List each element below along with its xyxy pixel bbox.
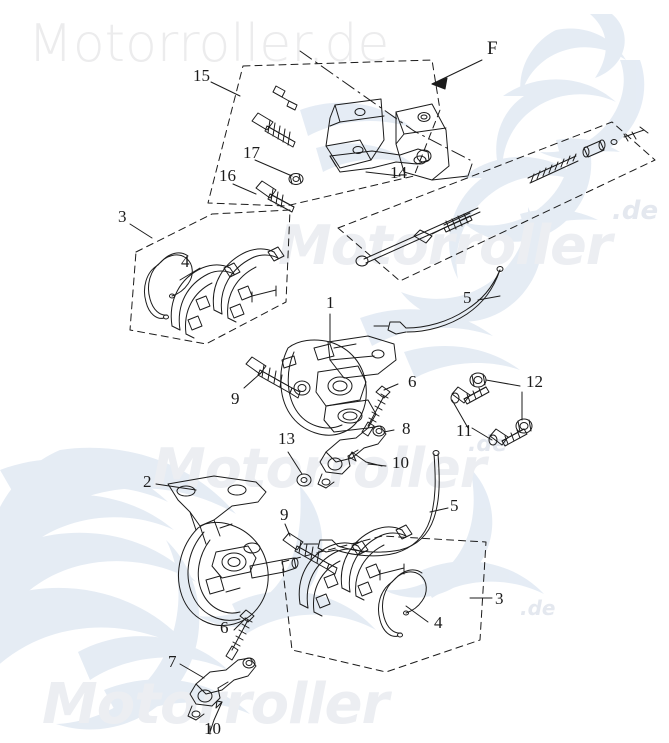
part-13-washer xyxy=(296,473,312,487)
leader-11a xyxy=(451,399,469,429)
spring-coil-upper xyxy=(527,153,579,184)
part-2-hub-bracket xyxy=(167,475,267,545)
leader-2 xyxy=(155,483,197,491)
section-arrow-F xyxy=(431,59,483,90)
part-15-bracket-assembly xyxy=(325,98,385,169)
part-1-backing-plate xyxy=(280,335,397,436)
leader-7 xyxy=(179,663,205,679)
barrel-adjuster-upper xyxy=(582,139,606,158)
bolt-16 xyxy=(255,180,295,213)
leader-4-lower xyxy=(405,605,429,623)
part-12-nuts xyxy=(469,372,533,434)
part-15-bracket-right xyxy=(395,103,473,181)
frame-3-lower xyxy=(281,535,487,673)
leader-9-upper xyxy=(243,371,263,389)
nut-17 xyxy=(288,173,304,185)
part-4-spring-clip-lower xyxy=(378,569,427,638)
part-4-spring-clip-upper xyxy=(144,252,193,320)
leader-5-lower xyxy=(429,507,449,513)
part-7-cam-lever-arm xyxy=(187,657,257,721)
cable-nipple-upper xyxy=(610,126,649,145)
leader-3-upper xyxy=(129,223,153,239)
leader-15 xyxy=(210,81,241,97)
part-9-axle-bolt-lower xyxy=(282,532,338,575)
leader-10-upper xyxy=(367,463,387,467)
cable-rod-upper xyxy=(355,207,481,267)
leader-17 xyxy=(254,159,293,177)
part-10-cotter-lower xyxy=(209,700,223,733)
part-3-brake-shoes-upper xyxy=(170,246,285,339)
part-14-brake-lever xyxy=(329,148,432,173)
leader-F-dashdot xyxy=(299,50,471,161)
leader-5-upper xyxy=(477,295,501,301)
frame-3-upper xyxy=(129,209,291,345)
frame-15 xyxy=(207,59,441,207)
frame-cable-upper xyxy=(337,121,656,282)
part-6-spring-lower xyxy=(225,609,255,661)
part-5-cable-lower xyxy=(303,450,440,557)
leader-6-upper xyxy=(383,383,399,391)
leader-8 xyxy=(383,429,395,433)
part-10-cotter-upper xyxy=(348,451,383,467)
leader-14 xyxy=(365,171,401,177)
bolt-17-upper xyxy=(251,112,296,148)
part-6-spring-upper xyxy=(361,385,391,437)
part-3-brake-shoes-lower xyxy=(298,524,413,617)
leader-4-upper xyxy=(179,267,201,281)
leader-9-lower xyxy=(284,523,291,537)
screw-upper-small xyxy=(272,85,298,111)
leader-6-lower xyxy=(233,617,247,631)
part-9-axle-bolt-upper xyxy=(245,356,301,399)
leader-16 xyxy=(232,183,257,195)
leader-11b xyxy=(471,427,493,441)
leader-12a xyxy=(485,379,521,387)
leader-13 xyxy=(287,451,303,475)
part-11-bolts xyxy=(450,386,528,447)
part-5-cable-upper xyxy=(373,266,504,335)
part-2-hub-drum xyxy=(178,521,299,626)
